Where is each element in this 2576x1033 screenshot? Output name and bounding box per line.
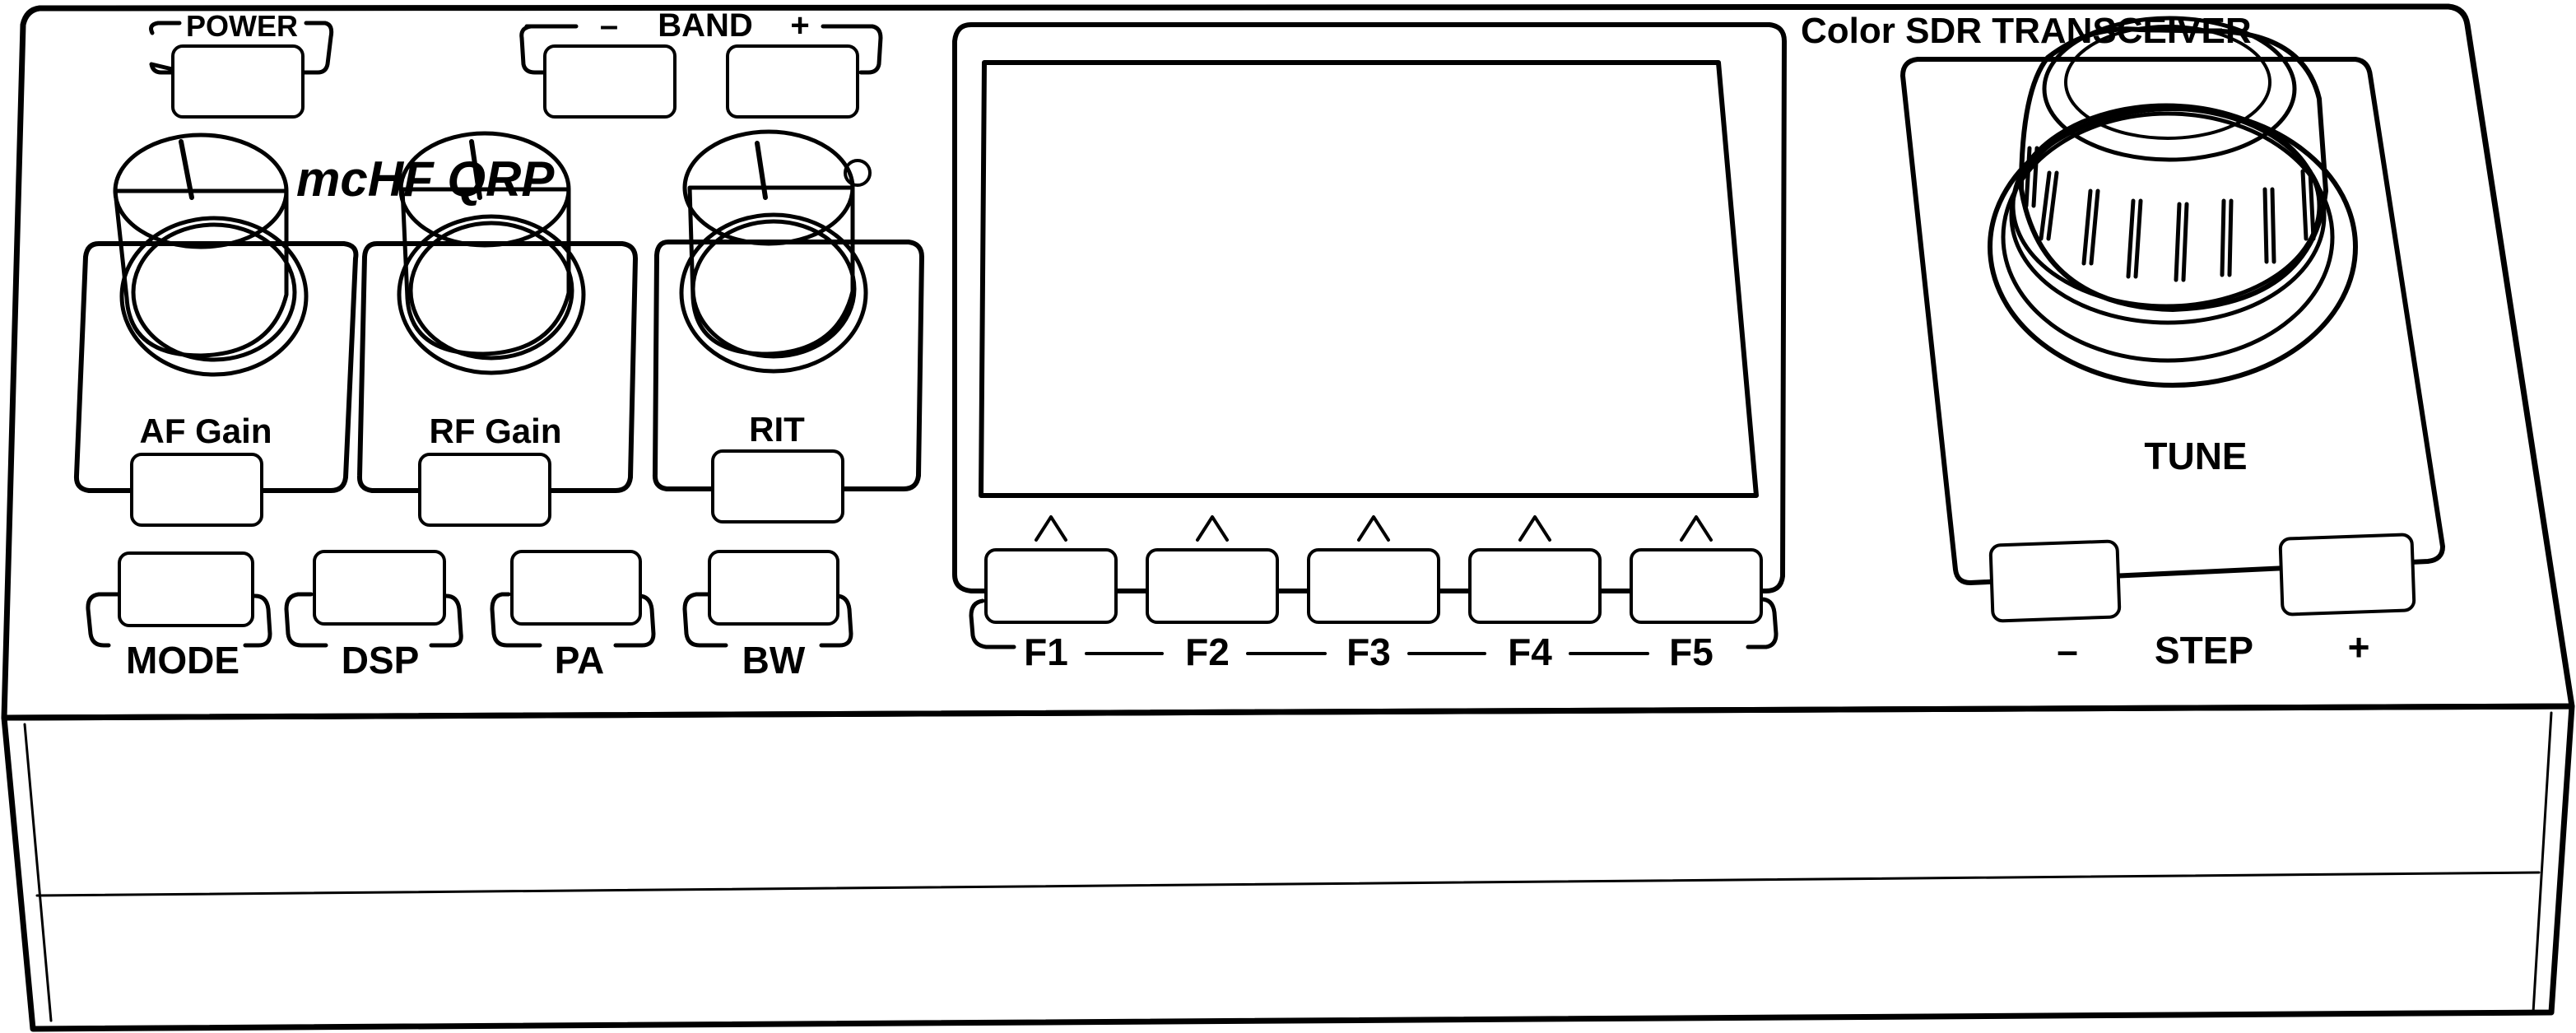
softkey-button-f3[interactable] <box>1307 548 1440 624</box>
rit-label: RIT <box>749 410 805 449</box>
softkey-row: F1 F2 F3 F4 F5 <box>984 515 1763 673</box>
step-up-button[interactable] <box>2278 533 2416 617</box>
softkey-caret-icon <box>1518 515 1551 542</box>
softkey-label-f3: F3 <box>1346 631 1391 673</box>
af-gain-panel <box>73 241 359 493</box>
tune-knob-rib <box>2262 187 2276 264</box>
softkey-button-f4[interactable] <box>1468 548 1602 624</box>
step-minus-label: – <box>2057 629 2078 672</box>
rf-gain-knob[interactable] <box>397 131 586 375</box>
softkey-button-f5[interactable] <box>1630 548 1763 624</box>
softkey-button-f1[interactable] <box>984 548 1118 624</box>
power-control: POWER <box>149 9 334 119</box>
softkey-bracket <box>969 597 1779 649</box>
softkey-caret-icon <box>1035 515 1067 542</box>
tune-knob-ribs <box>2024 146 2316 282</box>
dsp-control: DSP <box>284 550 463 682</box>
tune-knob-rib <box>2300 169 2316 241</box>
band-minus-label: – <box>600 7 618 44</box>
step-down-button[interactable] <box>1988 539 2122 623</box>
pa-control: PA <box>490 550 656 682</box>
softkey-label-f4: F4 <box>1508 631 1552 673</box>
rit-button[interactable] <box>711 449 844 523</box>
tune-knob-rib <box>2039 170 2059 241</box>
dsp-button[interactable] <box>313 550 446 626</box>
rit-knob[interactable] <box>679 129 868 374</box>
tune-knob-rib <box>2126 198 2143 279</box>
af-gain-knob[interactable] <box>113 133 309 377</box>
mode-label: MODE <box>126 639 239 682</box>
tune-knob-rib <box>2174 202 2189 282</box>
step-label: STEP <box>2155 629 2253 672</box>
display-bezel <box>952 22 1787 593</box>
status-led <box>844 159 872 187</box>
softkey-caret-icon <box>1196 515 1229 542</box>
power-label: POWER <box>186 9 298 43</box>
display-screen <box>979 60 1759 498</box>
cabinet <box>1 3 2575 1032</box>
band-control: – BAND + <box>519 7 883 119</box>
bw-button[interactable] <box>708 550 839 626</box>
band-plus-label: + <box>790 7 809 44</box>
dsp-label: DSP <box>342 639 420 682</box>
pa-label: PA <box>555 639 605 682</box>
mode-button[interactable] <box>118 551 254 627</box>
bw-control: BW <box>682 550 853 682</box>
rit-panel <box>652 240 924 491</box>
band-down-button[interactable] <box>543 44 677 119</box>
tune-knob[interactable] <box>1988 16 2358 388</box>
tune-panel <box>1900 57 2445 585</box>
softkey-caret-icon <box>1357 515 1390 542</box>
brand-logo-text: mcHF QRP <box>296 151 555 207</box>
softkey-label-f1: F1 <box>1024 631 1068 673</box>
pa-button[interactable] <box>510 550 642 626</box>
tune-knob-rib <box>2220 198 2234 277</box>
bw-label: BW <box>742 639 806 682</box>
tune-knob-rib <box>2024 146 2039 208</box>
rf-gain-button[interactable] <box>418 453 551 527</box>
softkey-button-f2[interactable] <box>1146 548 1279 624</box>
softkey-caret-icon <box>1680 515 1713 542</box>
band-up-button[interactable] <box>726 44 859 119</box>
af-gain-label: AF Gain <box>139 412 272 450</box>
rf-gain-label: RF Gain <box>429 412 561 450</box>
band-label: BAND <box>658 7 753 44</box>
power-button[interactable] <box>171 44 305 119</box>
af-gain-button[interactable] <box>130 453 263 527</box>
softkey-label-f2: F2 <box>1185 631 1230 673</box>
rf-gain-panel <box>356 241 638 493</box>
mode-control: MODE <box>86 551 272 682</box>
tune-label: TUNE <box>2144 435 2247 477</box>
softkey-label-f5: F5 <box>1669 631 1713 673</box>
tune-knob-rib <box>2081 188 2100 266</box>
step-plus-label: + <box>2348 626 2370 668</box>
